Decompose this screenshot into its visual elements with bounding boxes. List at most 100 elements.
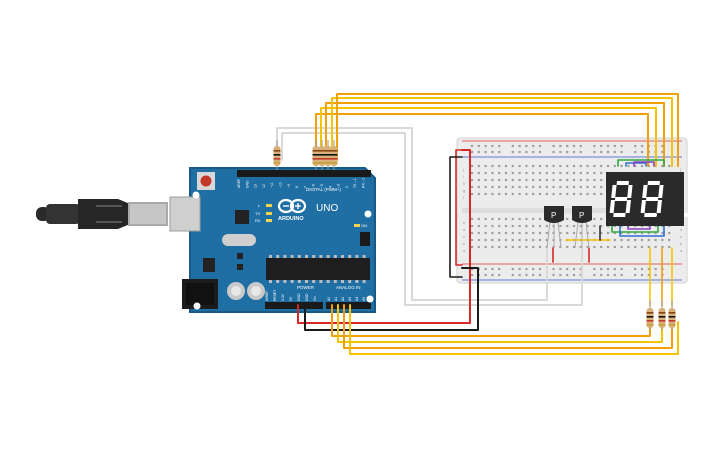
svg-text:d: d [680,227,682,232]
resistor[interactable] [273,140,281,170]
digital-pin-header[interactable] [237,170,371,177]
led-l-label: L [258,203,261,208]
wire-green[interactable] [611,225,659,233]
reset-button[interactable] [197,172,215,190]
svg-text:g: g [463,188,465,193]
analog-pin-label: A2 [341,297,345,301]
analog-pin-label: A3 [348,297,352,301]
power-pin-label: GND [297,293,301,301]
transistor-label: P [579,211,584,220]
digital-pin-label: 8 [295,186,299,188]
wire-orange[interactable] [331,304,651,337]
svg-text:j: j [679,167,681,172]
transistor-label: P [551,211,556,220]
arduino-logo-icon [277,198,307,214]
arduino-uno-board[interactable]: L TX RX ON ARDUINO UNO DIGITAL (PWM~) PO… [169,167,376,313]
digital-pin-label: TX→1 [353,178,357,188]
wire-yellow[interactable] [320,107,657,167]
power-pin-label: Vin [313,296,317,301]
digital-pin-label: 13 [254,184,258,188]
resistor[interactable] [312,140,320,170]
digital-pin-label: ~11 [270,182,274,188]
digital-pin-label: AREF [237,179,241,188]
board-logo-text: ARDUINO [278,216,304,222]
svg-text:j: j [462,167,464,172]
usb-port [169,196,201,232]
analog-pin-label: A5 [362,297,366,301]
wire-black[interactable] [304,267,479,331]
wire-black[interactable] [449,156,463,278]
svg-text:f: f [463,195,465,200]
digital-pin-label: RX←0 [362,178,366,188]
led-rx-icon [266,219,272,222]
resistor[interactable] [668,300,676,330]
row-letters-left: j i h g f e d c b a [462,167,466,253]
analog-pin-label: A1 [334,297,338,301]
power-header-label: POWER [297,285,315,290]
analog-pin-label: A4 [355,297,359,301]
digital-pin-label: ~6 [312,184,316,188]
digital-pin-label: ~9 [287,184,291,188]
resistor[interactable] [330,140,338,170]
digital-pin-label: 4 [328,186,332,188]
wire-orange[interactable] [315,113,649,167]
digital-header-label: DIGITAL (PWM~) [306,187,341,192]
power-pin-label: RESET [273,290,277,301]
digital-pin-label: ~5 [320,184,324,188]
wire-white[interactable] [276,127,548,301]
resistor[interactable] [658,300,666,330]
digital-pin-label: 2 [345,186,349,188]
wire-purple[interactable] [633,161,655,167]
digital-pin-label: GND [245,180,249,188]
wire-red[interactable] [297,149,471,324]
power-pin-label: GND [305,293,309,301]
digital-pin-label: ~3 [337,184,341,188]
svg-text:b: b [680,241,683,246]
resistor[interactable] [324,140,332,170]
led-on-label: ON [361,223,367,228]
pnp-transistor[interactable]: P [572,206,592,249]
svg-text:h: h [463,181,465,186]
power-pin-header[interactable] [265,302,323,309]
wire-blue[interactable] [625,162,647,167]
mounting-hole-icon [193,302,201,310]
wire-green[interactable] [617,159,665,167]
led-tx-icon [266,212,272,215]
wire-purple[interactable] [627,225,651,230]
wire-orange[interactable] [325,102,665,167]
resistor[interactable] [646,300,654,330]
wire-orange[interactable] [336,93,679,167]
svg-text:i: i [463,174,464,179]
led-l-icon [266,204,272,207]
digital-pin-label: 12 [262,184,266,188]
led-tx-label: TX [255,211,260,216]
wire-white[interactable] [281,132,583,306]
digital-pin-label: ~10 [279,182,283,188]
seven-segment-display[interactable]: 8. 8. [0,0,688,226]
resistor[interactable] [318,140,326,170]
analog-pin-header[interactable] [326,302,371,309]
wire-yellow[interactable] [331,97,673,167]
led-on-icon [354,224,360,227]
pnp-transistor[interactable]: P [544,206,564,249]
display-digit-text-1: 8. [0,0,2,1]
mounting-hole-icon [366,295,374,303]
display-digit-1 [640,181,688,217]
wire-blue[interactable] [619,225,665,237]
board-model: UNO [316,203,338,214]
wire-orange[interactable] [343,304,673,349]
svg-text:e: e [463,220,466,225]
atmega-chip [266,258,370,280]
svg-text:d: d [463,227,465,232]
wire-yellow[interactable] [349,304,679,355]
power-pin-label: 5V [289,296,293,301]
wire-red[interactable] [455,149,463,266]
mounting-hole-icon [364,210,372,218]
svg-text:c: c [680,234,682,239]
power-pin-label: 3.3V [281,293,285,301]
voltage-regulator [203,258,215,272]
analog-header-label: ANALOG IN [336,285,361,290]
wire-yellow[interactable] [337,304,663,343]
svg-text:c: c [463,234,465,239]
